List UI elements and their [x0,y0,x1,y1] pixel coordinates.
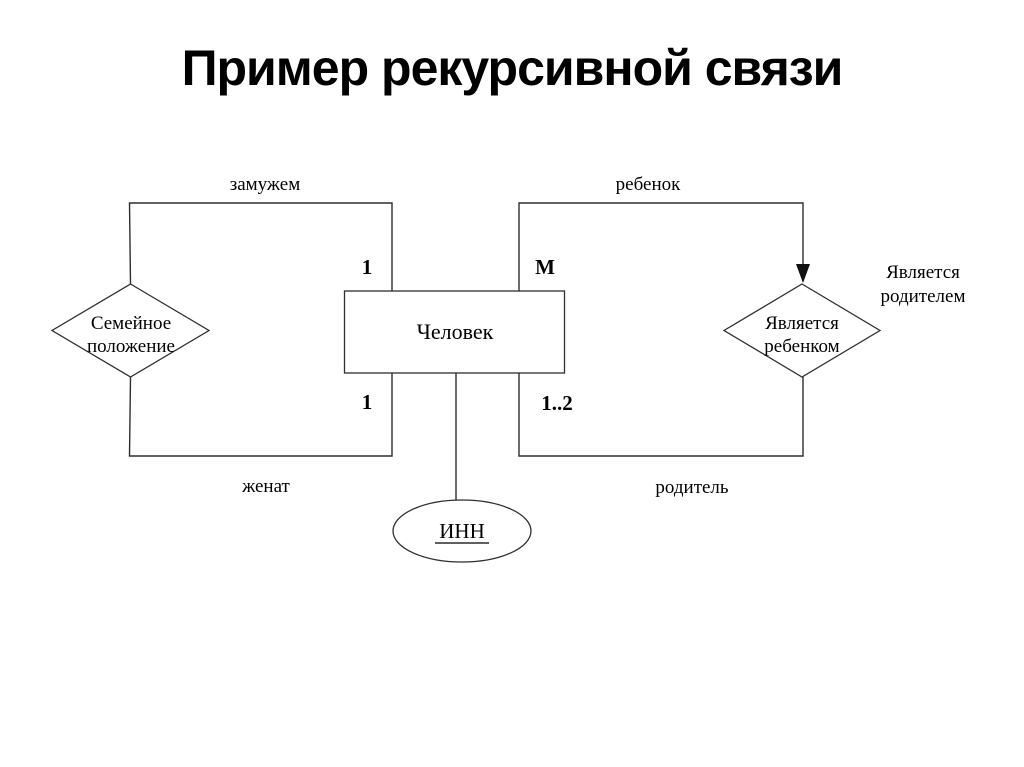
edge-label-top-left: замужем [230,174,301,195]
cardinality-right-bottom: 1..2 [541,391,573,415]
left-loop-top-connector [128,202,393,291]
entity-person-label: Человек [417,319,494,344]
cardinality-right-top: М [535,255,555,279]
entity-rectangle-person [343,290,566,374]
marital-status-label-line2: положение [87,336,175,357]
left-loop-bottom-connector [128,373,393,457]
attribute-inn-label: ИНН [439,519,485,543]
arrow-down-icon [796,264,810,283]
marital-status-label-line1: Семейное [91,313,171,334]
right-loop-bottom-connector [518,373,804,457]
relationship-diamond-is-child [722,283,882,378]
cardinality-left-top: 1 [362,255,373,279]
right-loop-top-connector [518,202,804,291]
is-parent-annotation-line2: родителем [881,286,966,307]
is-parent-annotation-line1: Является [886,262,960,283]
attribute-ellipse-inn [392,499,532,563]
cardinality-left-bottom: 1 [362,390,373,414]
slide-title: Пример рекурсивной связи [181,40,844,96]
edge-label-bottom-left: женат [241,476,290,497]
is-child-label-line1: Является [765,313,839,334]
is-child-label-line2: ребенком [764,336,839,357]
edge-label-bottom-right: родитель [655,477,729,498]
edge-label-top-right: ребенок [616,174,681,195]
relationship-diamond-marital-status [50,283,211,378]
